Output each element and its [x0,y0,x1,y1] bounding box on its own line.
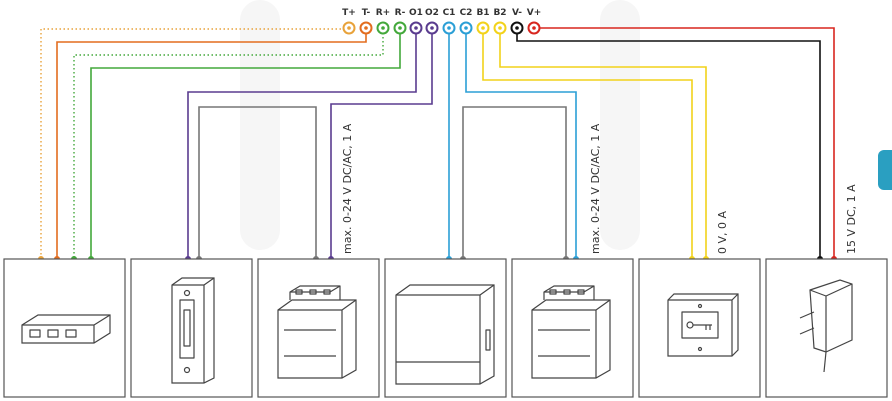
terminal-screw-center [398,26,402,30]
controller-icon [395,284,495,385]
terminal-label: T+ [342,8,356,18]
wire [465,33,577,259]
wire [56,33,367,259]
wire [73,33,384,259]
exit-button-icon [667,293,739,357]
wire [482,33,693,259]
terminal-screw-center [447,26,451,30]
background-shape [600,0,640,250]
terminal-label: B1 [476,8,489,18]
terminal-screw-center [364,26,368,30]
terminal-screw-center [414,26,418,30]
terminal-label: B2 [493,8,506,18]
button-rating: 0 V, 0 A [716,210,729,254]
terminal-screw-center [347,26,351,30]
terminal-label: C1 [443,8,456,18]
terminal-label: T- [362,8,371,18]
wire [187,33,417,259]
terminal-label: O1 [409,8,423,18]
wire [499,33,707,259]
power-rating: 15 V DC, 1 A [845,184,858,254]
din-relay-icon [531,285,611,379]
device-door-strike [130,258,253,398]
side-tab[interactable] [878,150,892,190]
terminal-screw-center [532,26,536,30]
network-switch-icon [21,314,111,344]
wire [198,106,317,259]
relay2-rating: max. 0-24 V DC/AC, 1 A [589,123,602,254]
background-shape [240,0,280,250]
terminal-label: V- [512,8,522,18]
power-adapter-icon [799,279,853,373]
device-power-adapter [765,258,888,398]
terminal-screw-center [381,26,385,30]
din-relay-icon [277,285,357,379]
terminal-label: R+ [376,8,390,18]
device-relay-1 [257,258,380,398]
wire [462,106,567,259]
terminal-label: O2 [425,8,439,18]
relay1-rating: max. 0-24 V DC/AC, 1 A [341,123,354,254]
terminal-screw-center [498,26,502,30]
terminal-screw-center [464,26,468,30]
terminal-screw-center [430,26,434,30]
wire [330,33,433,259]
terminal-screw-center [515,26,519,30]
terminal-screw-center [481,26,485,30]
terminal-label: R- [395,8,406,18]
device-network-switch [3,258,126,398]
device-controller [384,258,507,398]
terminal-label: V+ [527,8,542,18]
device-exit-button [638,258,761,398]
wire [539,27,835,259]
wire [516,33,821,259]
wire [90,33,401,259]
door-strike-icon [171,277,215,384]
device-relay-2 [511,258,634,398]
terminal-label: C2 [460,8,473,18]
wire [40,28,350,259]
